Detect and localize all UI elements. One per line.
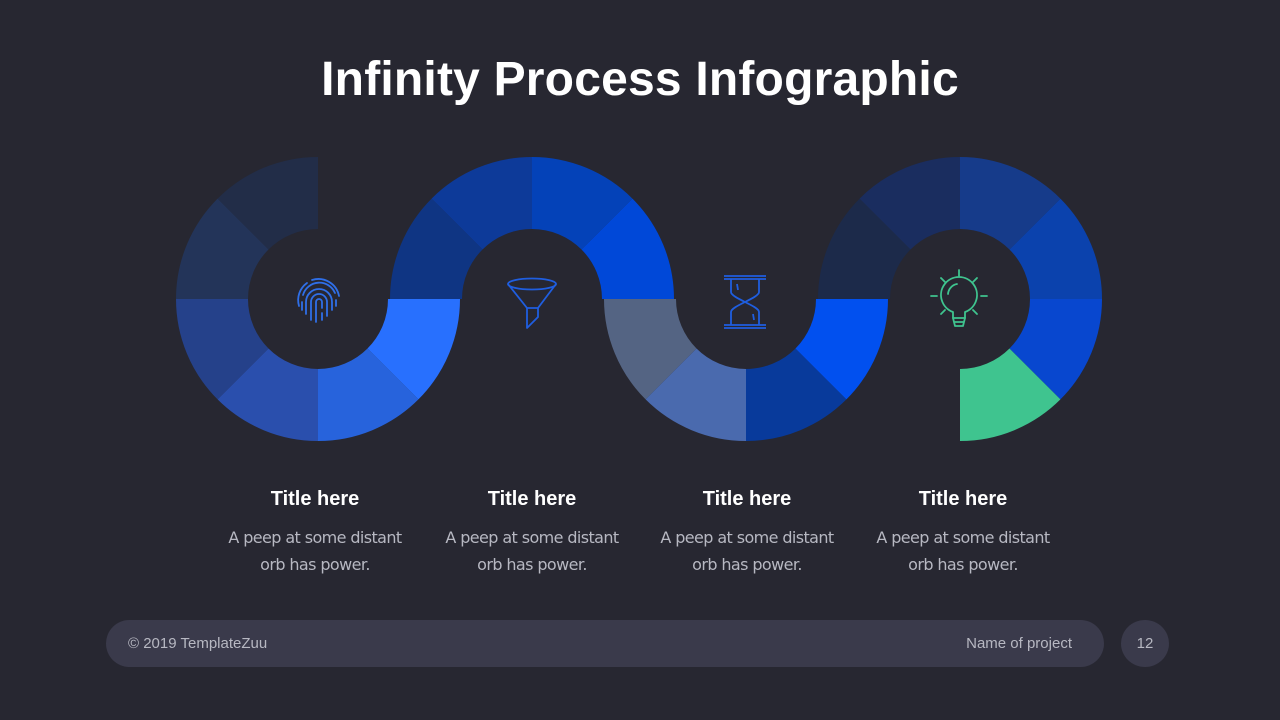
ring-4-segment-2 [859,157,960,250]
ring-2-segment-4 [581,198,674,299]
ring-1-segment-6 [367,299,460,400]
ring-2-segment-2 [431,157,532,250]
lightbulb-icon [930,269,988,327]
ring-4-segment-1 [818,198,911,299]
step-description: A peep at some distant orb has power. [445,528,619,574]
slide-title: Infinity Process Infographic [321,53,959,106]
ring-2-segment-1 [390,198,483,299]
step-title: Title here [918,488,1008,510]
ring-1-segment-4 [217,348,318,441]
footer-project-name: Name of project [966,635,1072,652]
fingerprint-icon [297,278,340,323]
step-description: A peep at some distant orb has power. [660,528,834,574]
step-card-1: Title here A peep at some distant orb ha… [215,486,415,578]
ring-3-segment-1 [604,299,697,400]
step-description: A peep at some distant orb has power. [228,528,402,574]
ring-1-segment-5 [318,348,419,441]
ring-3-segment-3 [746,348,847,442]
page-number-badge: 12 [1121,620,1169,667]
step-title: Title here [270,488,360,510]
ring-3-segment-4 [795,299,888,400]
ring-4-segment-6 [960,348,1061,441]
footer-copyright: © 2019 TemplateZuu [128,635,268,652]
step-card-3: Title here A peep at some distant orb ha… [647,486,847,578]
ring-2-segment-3 [532,157,633,250]
step-card-4: Title here A peep at some distant orb ha… [863,486,1063,578]
step-title: Title here [487,488,577,510]
funnel-icon [507,277,557,329]
ring-1-segment-2 [176,198,269,299]
ring-1-segment-3 [176,299,269,400]
step-title: Title here [702,488,792,510]
step-card-2: Title here A peep at some distant orb ha… [432,486,632,578]
infinity-rings [176,157,1102,442]
hourglass-icon [724,275,766,329]
footer-bar: © 2019 TemplateZuu Name of project [106,620,1104,667]
step-description: A peep at some distant orb has power. [876,528,1050,574]
ring-3-segment-2 [645,348,746,441]
ring-4-segment-4 [1009,198,1102,299]
ring-1-segment-1 [217,157,318,250]
ring-4-segment-5 [1009,299,1102,400]
ring-4-segment-3 [960,157,1061,250]
